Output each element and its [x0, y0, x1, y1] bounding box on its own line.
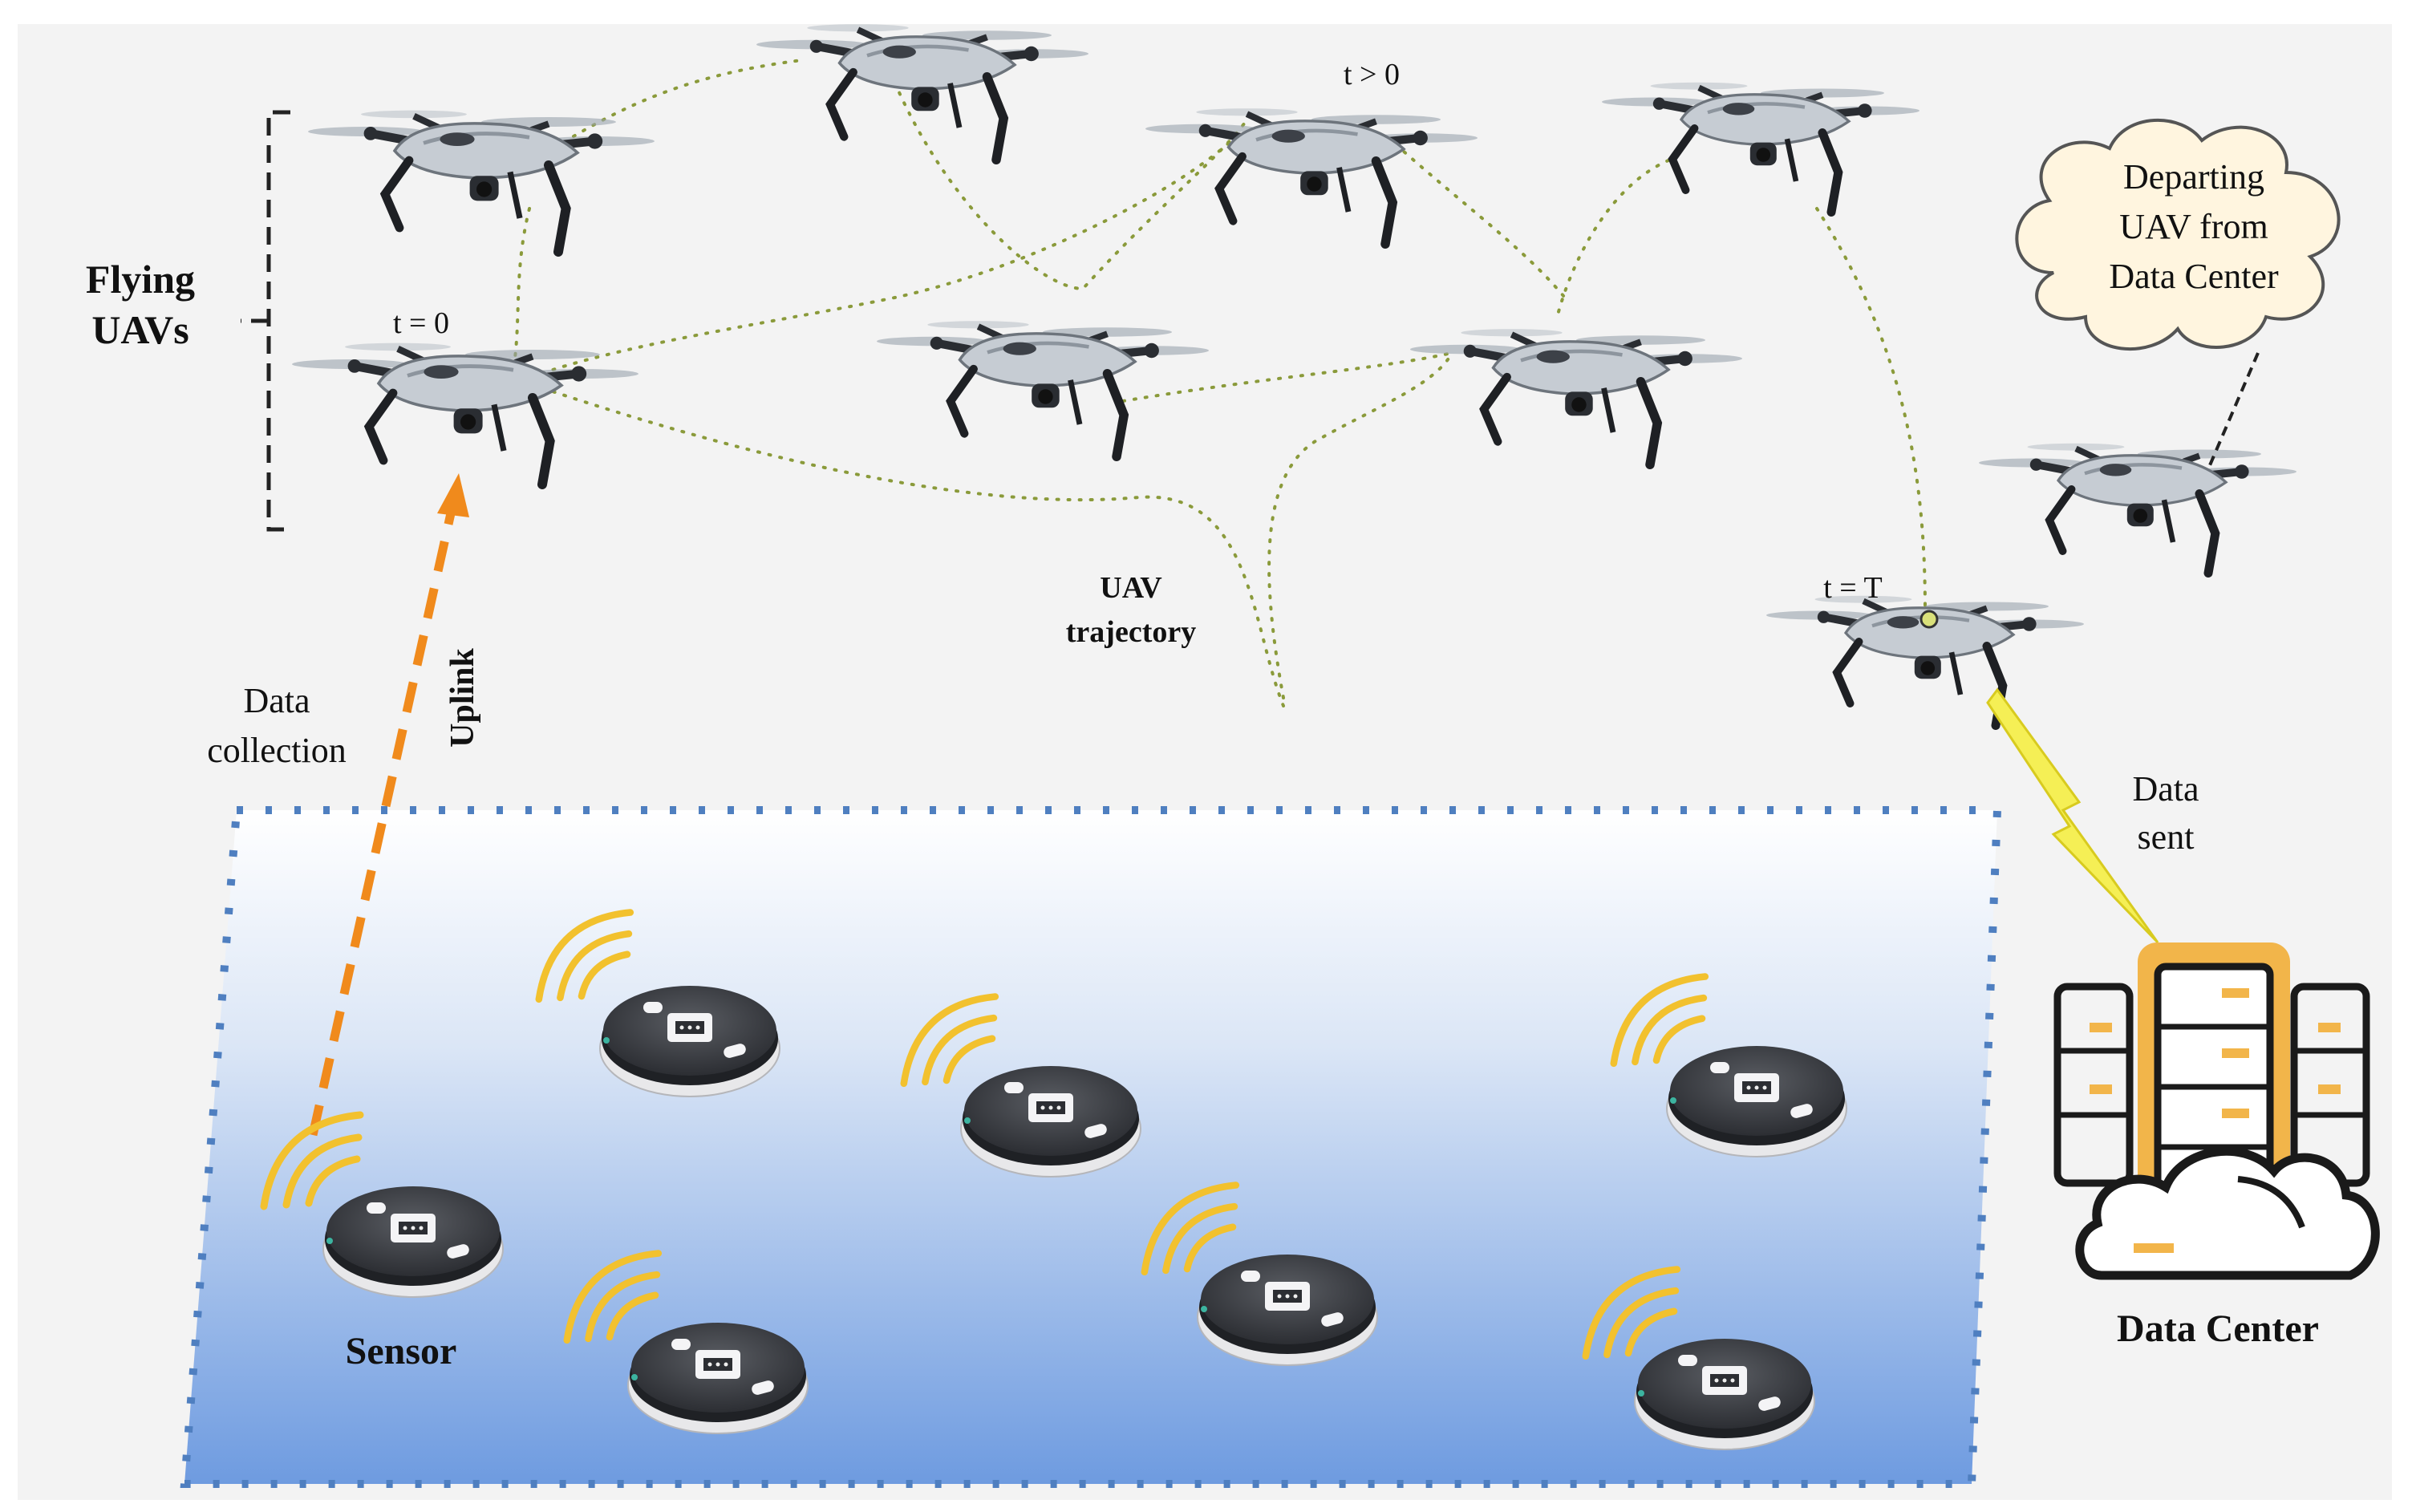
flying-uavs-label-line1: Flying: [86, 257, 195, 302]
t0-label: t = 0: [393, 306, 449, 340]
data-sent-label-line1: Data: [2132, 769, 2199, 809]
uplink-label: Uplink: [444, 647, 481, 747]
uav-trajectory-label-line2: trajectory: [1066, 615, 1196, 649]
flying-uavs-bracket: [241, 110, 290, 532]
uav-trajectory-label-line1: UAV: [1100, 571, 1162, 605]
uav-trajectory-paths: [512, 59, 1927, 707]
data-center-label: Data Center: [2117, 1307, 2319, 1350]
uplink-arrowhead: [437, 473, 469, 517]
departing-label-line1: Departing: [2123, 157, 2264, 197]
data-sent-label-line2: sent: [2138, 817, 2195, 857]
departing-label-line3: Data Center: [2109, 257, 2279, 296]
data-center-icon: [2053, 942, 2380, 1280]
t-greater-0-label: t > 0: [1344, 58, 1400, 91]
flying-uavs-label-line2: UAVs: [91, 307, 189, 352]
ground-area-border: [180, 806, 2002, 1488]
uplink-arrow: [308, 512, 456, 1137]
departing-label-line2: UAV from: [2119, 207, 2268, 246]
tT-label: t = T: [1823, 571, 1883, 605]
departing-connector: [2208, 352, 2260, 466]
data-collection-label-line2: collection: [207, 731, 347, 770]
uav-position-marker: [1919, 610, 1939, 629]
data-sent-lightning-icon: [1986, 687, 2159, 944]
sensor-label: Sensor: [346, 1330, 457, 1372]
data-collection-label-line1: Data: [243, 681, 310, 720]
departing-uav-cloud: Departing UAV from Data Center: [2015, 118, 2341, 351]
